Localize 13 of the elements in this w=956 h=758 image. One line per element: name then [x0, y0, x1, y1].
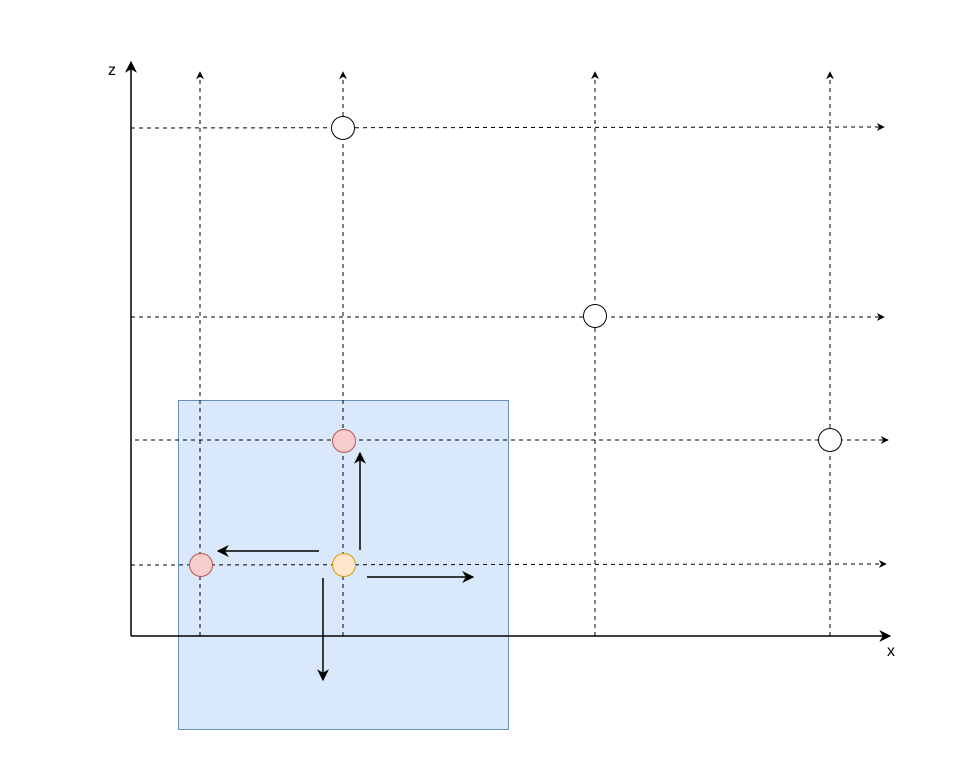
arrow [216, 545, 319, 557]
highlight-region [178, 400, 509, 730]
arrow [354, 452, 366, 550]
axis-label: z [108, 63, 116, 79]
circle-marker [332, 553, 356, 577]
arrow [367, 571, 474, 583]
circle-marker [189, 553, 213, 577]
circle-marker [332, 429, 356, 453]
circle-marker [331, 116, 355, 140]
axis-label: x [887, 644, 895, 660]
arrow [317, 578, 329, 682]
circle-marker [583, 304, 607, 328]
circle-marker [818, 428, 842, 452]
